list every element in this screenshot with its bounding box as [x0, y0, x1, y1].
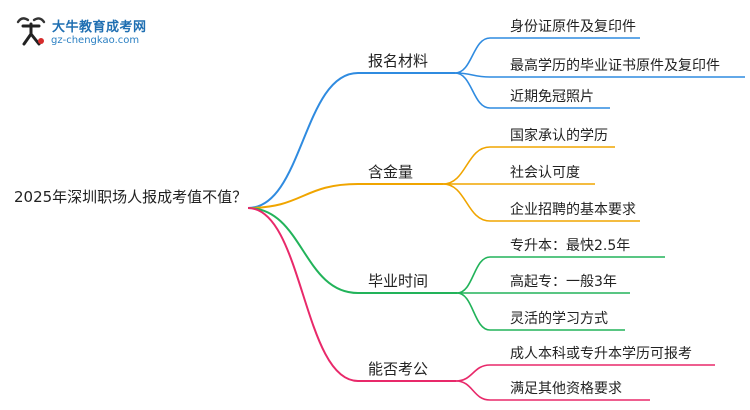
leaf-label: 最高学历的毕业证书原件及复印件 [510, 57, 720, 74]
leaf-connector [455, 380, 491, 401]
leaf-label: 社会认可度 [510, 165, 580, 181]
leaf-connector [442, 183, 491, 222]
leaf-connector [456, 292, 491, 331]
leaf-label: 满足其他资格要求 [510, 381, 622, 397]
leaf-label: 专升本：最快2.5年 [510, 238, 630, 254]
leaf-connector [454, 37, 491, 74]
logo-url: gz-chengkao.com [51, 35, 140, 46]
branch-label: 能否考公 [368, 360, 428, 378]
branch-label: 含金量 [368, 163, 413, 181]
leaf-connector [454, 72, 491, 109]
branch-label: 毕业时间 [368, 272, 428, 290]
logo-title: 大牛教育成考网 [52, 20, 147, 35]
leaf-connector [456, 256, 491, 294]
leaf-label: 灵活的学习方式 [510, 311, 608, 327]
branch-connector [247, 72, 359, 209]
bull-logo-icon [16, 17, 46, 46]
leaf-connector [455, 364, 491, 382]
branch-label: 报名材料 [368, 52, 428, 70]
leaf-label: 近期免冠照片 [510, 89, 594, 105]
leaf-label: 国家承认的学历 [510, 127, 608, 144]
node-labels: 2025年深圳职场人报成考值不值？ 报名材料 身份证原件及复印件最高学历的毕业证书原… [14, 18, 720, 397]
leaf-connector [442, 146, 491, 185]
leaf-label: 成人本科或专升本学历可报考 [510, 346, 692, 362]
root-node-label: 2025年深圳职场人报成考值不值？ [14, 188, 247, 206]
branch-connector [247, 207, 359, 382]
site-logo[interactable]: 大牛教育成考网 gz-chengkao.com [14, 14, 164, 52]
branch-connector [247, 183, 359, 209]
branch-connector [247, 207, 359, 294]
leaf-label: 身份证原件及复印件 [510, 18, 636, 35]
leaf-label: 企业招聘的基本要求 [510, 201, 636, 218]
connector-lines [247, 37, 745, 401]
leaf-label: 高起专：一般3年 [510, 273, 617, 290]
